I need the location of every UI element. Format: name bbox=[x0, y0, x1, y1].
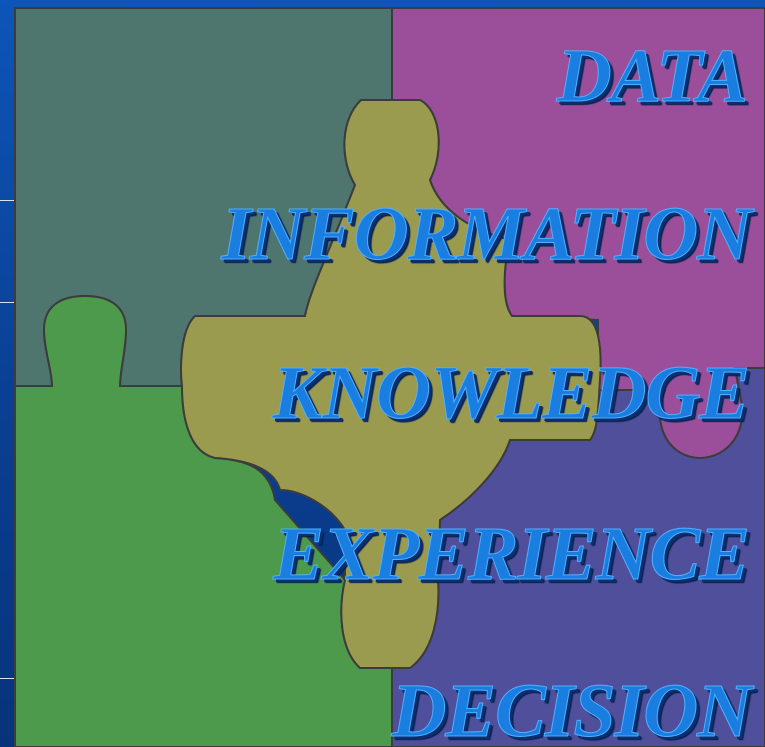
word-knowledge: KNOWLEDGE bbox=[272, 351, 751, 435]
left-margin-rule bbox=[0, 302, 14, 303]
word-data: DATA bbox=[556, 34, 748, 118]
left-margin-rule bbox=[0, 200, 14, 201]
word-experience: EXPERIENCE bbox=[273, 512, 751, 596]
puzzle-piece-center bbox=[180, 99, 602, 669]
word-information: INFORMATION bbox=[221, 192, 753, 276]
left-margin-rule bbox=[0, 678, 14, 679]
word-decision: DECISION bbox=[391, 669, 752, 747]
